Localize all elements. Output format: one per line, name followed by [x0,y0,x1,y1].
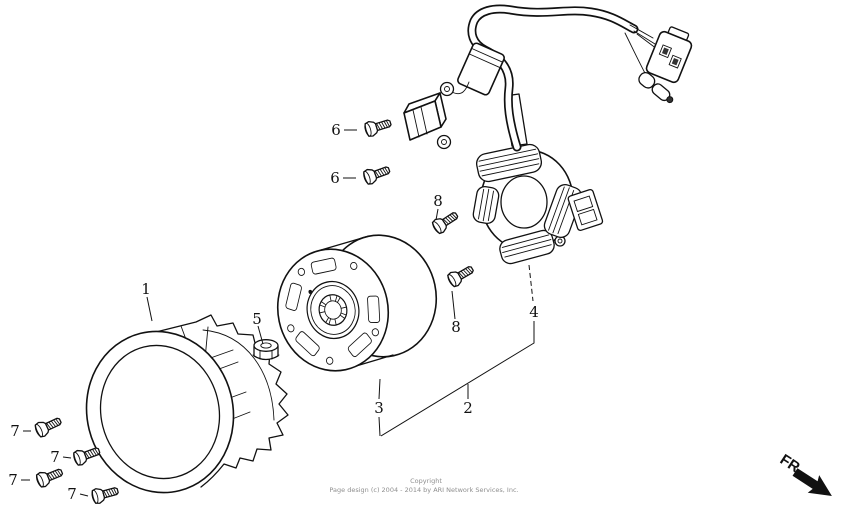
fr-direction-arrow [792,468,832,496]
copyright-line2: Page design (c) 2004 - 2014 by ARI Netwo… [329,486,518,494]
callout-4[interactable]: 4 [529,303,539,321]
flange-nut[interactable] [252,339,280,361]
fr-direction-indicator: FR. [777,451,832,496]
fan-drum-inner-line [202,329,275,421]
flywheel-rotor[interactable] [267,225,448,381]
rotor-face [285,257,381,365]
fan-front-ring [85,330,235,494]
callout-8b[interactable]: 8 [451,318,461,336]
callout-6a[interactable]: 6 [331,121,341,139]
bullet-wire [624,32,647,76]
fan-drum-rim [147,314,289,488]
stator-coil-bottom [499,229,555,265]
bolt-8a[interactable] [429,207,462,236]
callout-5[interactable]: 5 [252,310,262,328]
leader-lines [21,129,535,497]
rotor-bore-threads [319,295,347,325]
harness-connector-block [457,42,505,96]
wire-harness[interactable] [457,4,696,152]
callout-7d[interactable]: 7 [67,485,77,503]
callout-2[interactable]: 2 [463,399,473,417]
callout-labels: 1 2 3 4 5 6 6 7 7 7 7 8 8 [8,121,539,503]
callout-7a[interactable]: 7 [10,422,20,440]
copyright-line1: Copyright [410,477,442,485]
callout-7b[interactable]: 7 [50,448,60,466]
bolt-7c[interactable] [34,464,66,490]
stator-coil-left [472,185,500,225]
igniter-unit[interactable] [403,81,470,150]
stator-terminal-block [567,188,604,231]
callout-8a[interactable]: 8 [433,192,443,210]
igniter-wire [451,81,470,95]
pin-connector [645,26,693,84]
callout-1[interactable]: 1 [141,280,151,298]
callout-3[interactable]: 3 [374,399,384,417]
connector-wires [629,24,658,50]
bolt-7a[interactable] [32,413,65,440]
bullet-connector [638,71,674,104]
harness-trunk [469,6,637,150]
callout-7c[interactable]: 7 [8,471,18,489]
bolt-6b[interactable] [361,161,393,187]
stator-assembly[interactable] [472,93,604,266]
stator-coil-top [475,143,543,183]
fan-wheel[interactable] [70,314,289,508]
callout-6b[interactable]: 6 [330,169,340,187]
footer-copyright: Copyright Page design (c) 2004 - 2014 by… [329,477,518,494]
bolt-8b[interactable] [445,261,477,289]
bolt-7d[interactable] [89,482,121,506]
bolt-6a[interactable] [362,115,394,139]
